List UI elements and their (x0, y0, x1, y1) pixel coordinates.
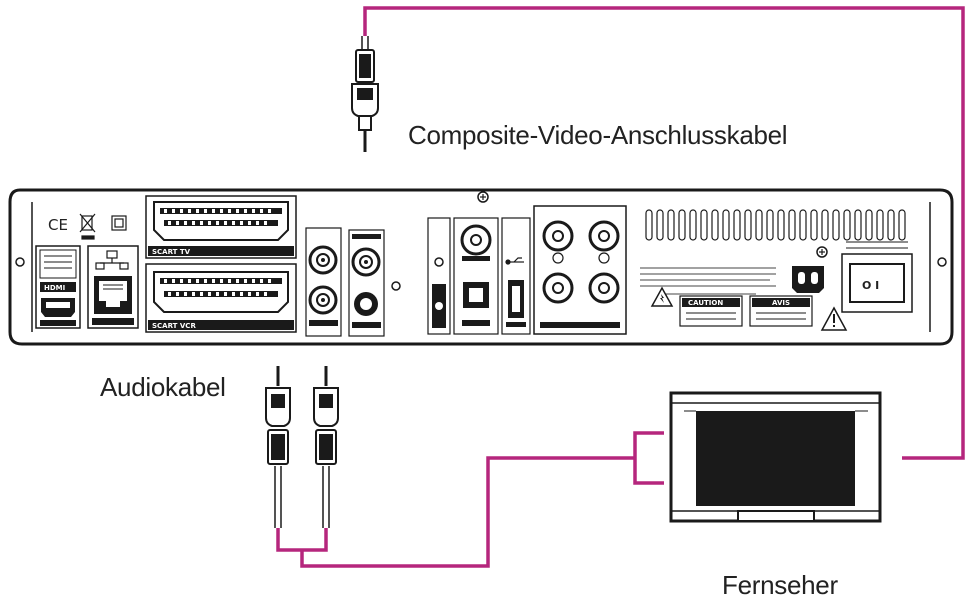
composite-video-cable-label: Composite-Video-Anschlusskabel (408, 120, 788, 150)
avis-text: AVIS (772, 299, 790, 307)
audio-plug-left (265, 366, 291, 528)
hdmi-port: HDMI (35, 245, 81, 329)
satellite-lnb-ports (533, 205, 627, 335)
composite-video-plug (351, 36, 379, 152)
audio-cable-left-wire (276, 528, 328, 552)
scart-vcr-label: SCART VCR (152, 322, 196, 330)
usb-icon (505, 257, 524, 265)
tv-stand (737, 510, 815, 522)
tv-input-bracket (633, 431, 664, 485)
scart-tv-label: SCART TV (152, 248, 191, 256)
audio-plug-right (313, 366, 339, 528)
audio-out-jacks (305, 227, 342, 337)
rf-input-port (427, 217, 451, 335)
ce-mark: CE (48, 216, 68, 234)
avis-label: AVIS (749, 295, 813, 327)
audio-cable-label: Audiokabel (100, 372, 226, 402)
weee-bin-icon (79, 213, 96, 240)
hdmi-label: HDMI (44, 284, 65, 292)
power-switch-label: O I (862, 279, 879, 292)
ventilation-grille (645, 209, 906, 241)
audio-cable-run (300, 456, 635, 568)
network-icon (95, 250, 129, 270)
caution-text: CAUTION (688, 299, 723, 307)
warning-triangle-icon (650, 286, 674, 307)
tv-screen (696, 411, 855, 506)
regulatory-text-block (640, 267, 776, 295)
video-out-jacks (348, 229, 401, 337)
power-switch: O I (841, 241, 913, 313)
composite-video-cable (363, 6, 965, 460)
usb-port (501, 217, 531, 335)
scart-vcr-port: SCART VCR (145, 263, 297, 333)
lan-port (87, 245, 139, 329)
tv-label: Fernseher (722, 570, 838, 600)
scart-tv-port: SCART TV (145, 195, 297, 259)
caution-label: CAUTION (679, 295, 743, 327)
tuner-input-jack (453, 217, 499, 335)
power-inlet (792, 266, 824, 293)
television (669, 391, 882, 523)
receiver-back-panel: CE HDMI (8, 188, 954, 346)
double-insulation-icon (111, 215, 127, 231)
electric-shock-warning-icon (820, 306, 848, 331)
